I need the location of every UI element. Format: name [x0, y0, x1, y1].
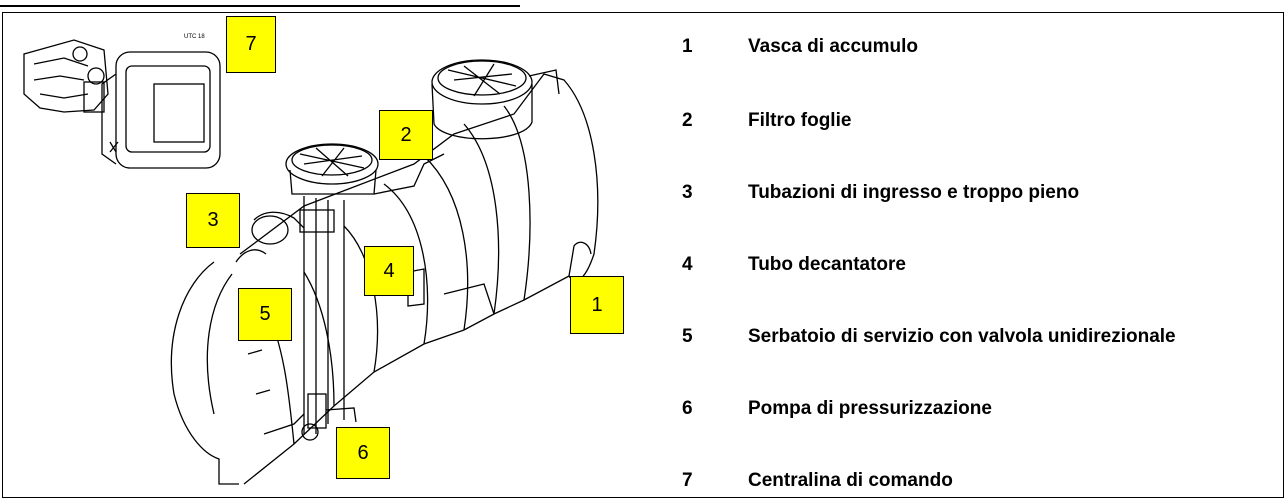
legend-text: Vasca di accumulo [748, 36, 919, 57]
legend-number: 2 [682, 110, 693, 131]
tank-illustration: UTC 18 [23, 34, 599, 485]
legend-item: 7 Centralina di comando [682, 466, 953, 496]
callout-4: 4 [364, 246, 414, 296]
legend-number: 5 [682, 326, 693, 347]
callout-5: 5 [238, 288, 292, 341]
legend-number: 6 [682, 398, 693, 419]
legend-item: 1 Vasca di accumulo [682, 32, 918, 62]
legend-text: Filtro foglie [748, 110, 852, 131]
callout-6: 6 [336, 427, 390, 479]
legend-number: 3 [682, 182, 693, 203]
pipe-assembly-drawing [235, 196, 357, 441]
callout-7: 7 [226, 16, 276, 73]
legend-text: Tubo decantatore [748, 254, 906, 275]
legend-item: 3 Tubazioni di ingresso e troppo pieno [682, 178, 1079, 208]
legend-item: 5 Serbatoio di servizio con valvola unid… [682, 322, 1176, 352]
top-rule [0, 0, 520, 7]
legend-number: 1 [682, 36, 693, 57]
legend-item: 6 Pompa di pressurizzazione [682, 394, 992, 424]
figure-frame [2, 12, 1284, 498]
legend-number: 7 [682, 470, 693, 491]
callout-3: 3 [186, 193, 240, 248]
legend-text: Pompa di pressurizzazione [748, 398, 992, 419]
callout-2: 2 [379, 110, 433, 160]
legend-text: Centralina di comando [748, 470, 953, 491]
legend-text: Serbatoio di servizio con valvola unidir… [748, 326, 1176, 347]
legend-item: 2 Filtro foglie [682, 106, 851, 136]
legend-item: 4 Tubo decantatore [682, 250, 906, 280]
legend-text: Tubazioni di ingresso e troppo pieno [748, 182, 1080, 203]
control-unit-drawing [23, 39, 221, 169]
right-access-dome-drawing [431, 59, 560, 140]
legend-number: 4 [682, 254, 693, 275]
drawing-tag: UTC 18 [184, 34, 205, 40]
center-access-dome-drawing [285, 143, 445, 195]
callout-1: 1 [570, 276, 624, 334]
